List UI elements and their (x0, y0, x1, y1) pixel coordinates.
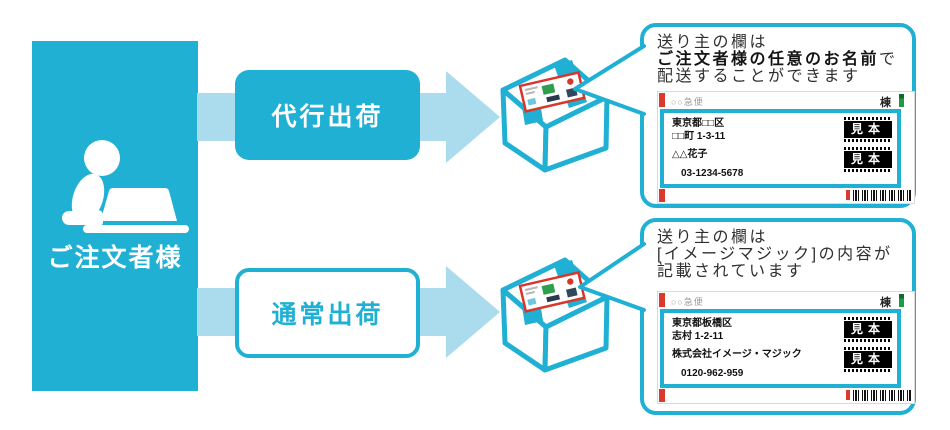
callout-proxy-shipping: 送り主の欄は ご注文者様の任意のお名前で 配送することができます ○○急便 棟 … (640, 23, 916, 208)
sample-stamp: 見本 (844, 147, 892, 172)
sample-stamp-text: 見本 (844, 151, 892, 168)
barcode (853, 390, 911, 401)
callout-line: 送り主の欄は (657, 229, 769, 246)
sender-phone: 0120-962-959 (681, 368, 744, 379)
corner-color-bar (899, 94, 904, 107)
barcode (853, 190, 911, 201)
sample-stamps: 見本 見本 (844, 116, 892, 177)
orderer-panel: ご注文者様 (32, 41, 198, 391)
shipping-slip-normal: ○○急便 棟 東京都板橋区 志村 1-2-11 株式会社イメージ・マジック 01… (657, 291, 915, 404)
sender-address-line2: 志村 1-2-11 (672, 331, 724, 342)
sample-stamp: 見本 (844, 317, 892, 342)
normal-shipping-badge: 通常出荷 (235, 268, 420, 358)
slip-foot-bar (659, 189, 665, 202)
sender-field-box: 東京都□□区 □□町 1-3-11 △△花子 03-1234-5678 見本 見… (660, 109, 901, 188)
sender-info: 東京都□□区 □□町 1-3-11 △△花子 03-1234-5678 (672, 117, 743, 180)
sender-name: △△花子 (672, 149, 708, 160)
callout-line: で (879, 51, 898, 68)
package-box-proxy (500, 57, 610, 173)
payment-type-bar (659, 293, 665, 307)
person-at-laptop-icon (62, 140, 189, 233)
sender-address-line2: □□町 1-3-11 (672, 131, 726, 142)
mini-shipping-label (518, 71, 586, 113)
callout-line: [イメージマジック]の内容が (657, 246, 893, 263)
sample-stamp-text: 見本 (844, 321, 892, 338)
barcode-fringe (844, 317, 892, 320)
barcode-fringe (844, 139, 892, 142)
payment-type-bar (659, 93, 665, 107)
callout-proxy-text: 送り主の欄は ご注文者様の任意のお名前で 配送することができます (657, 34, 898, 85)
sample-stamp: 見本 (844, 347, 892, 372)
sender-address-line1: 東京都□□区 (672, 118, 725, 129)
sender-phone: 03-1234-5678 (681, 168, 744, 179)
barcode-fringe (844, 369, 892, 372)
slip-corner-mark: 棟 (880, 97, 891, 109)
sample-stamp-text: 見本 (844, 121, 892, 138)
proxy-shipping-badge: 代行出荷 (235, 70, 420, 160)
sender-name: 株式会社イメージ・マジック (672, 349, 802, 360)
callout-normal-text: 送り主の欄は [イメージマジック]の内容が 記載されています (657, 229, 893, 280)
corner-color-bar (899, 294, 904, 307)
sender-info: 東京都板橋区 志村 1-2-11 株式会社イメージ・マジック 0120-962-… (672, 317, 802, 380)
slip-foot-tick (846, 390, 850, 400)
callout-line-emphasis: ご注文者様の任意のお名前 (657, 51, 880, 68)
courier-name: ○○急便 (671, 297, 704, 307)
callout-line: 送り主の欄は (657, 34, 769, 51)
callout-normal-shipping: 送り主の欄は [イメージマジック]の内容が 記載されています ○○急便 棟 東京… (640, 218, 916, 415)
sample-stamp-text: 見本 (844, 351, 892, 368)
sender-field-box: 東京都板橋区 志村 1-2-11 株式会社イメージ・マジック 0120-962-… (660, 309, 901, 388)
orderer-label: ご注文者様 (47, 244, 183, 272)
slip-foot-bar (659, 389, 665, 402)
callout-pointer-normal (578, 242, 646, 312)
sample-stamps: 見本 見本 (844, 316, 892, 377)
barcode-fringe (844, 347, 892, 350)
mini-shipping-label (518, 271, 586, 313)
barcode-fringe (844, 147, 892, 150)
barcode-fringe (844, 339, 892, 342)
sender-address-line1: 東京都板橋区 (672, 318, 732, 329)
callout-pointer-proxy (573, 44, 646, 116)
callout-line: 配送することができます (657, 68, 861, 85)
shipping-slip-proxy: ○○急便 棟 東京都□□区 □□町 1-3-11 △△花子 03-1234-56… (657, 91, 915, 204)
slip-corner-mark: 棟 (880, 297, 891, 309)
sample-stamp: 見本 (844, 117, 892, 142)
barcode-fringe (844, 169, 892, 172)
slip-foot-tick (846, 190, 850, 200)
callout-line: 記載されています (657, 263, 805, 280)
barcode-fringe (844, 117, 892, 120)
courier-name: ○○急便 (671, 97, 704, 107)
